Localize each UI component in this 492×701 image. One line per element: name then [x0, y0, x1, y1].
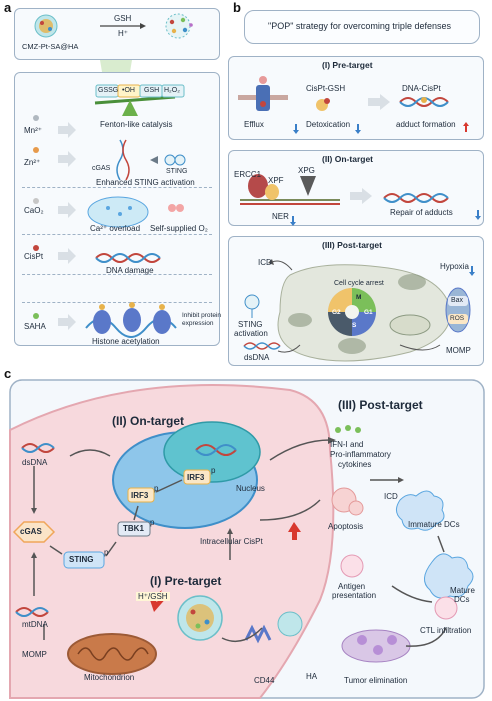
- bax-label: Bax: [451, 297, 464, 304]
- phase-m: M: [356, 294, 362, 301]
- panel-label-b: b: [233, 0, 241, 15]
- c-ctl-label: CTL infiltration: [420, 626, 472, 635]
- c-tbk1-p: p: [150, 518, 155, 527]
- momp-label-b: MOMP: [446, 346, 471, 355]
- reaction-h: H⁺: [118, 29, 128, 38]
- activation-label: activation: [234, 329, 268, 338]
- cgas-label: cGAS: [92, 165, 111, 172]
- c-tumor-label: Tumor elimination: [344, 676, 408, 685]
- c-dsdna-label: dsDNA: [22, 458, 48, 467]
- c-sting-label: STING: [69, 555, 94, 564]
- c-irf3-label-1: IRF3: [131, 491, 149, 500]
- c-mtdna-label: mtDNA: [22, 620, 48, 629]
- fenton-label-gsh: GSH: [144, 87, 160, 94]
- dna-damage-caption: DNA damage: [106, 266, 154, 275]
- ion-cispt: CisPt: [24, 252, 44, 261]
- sting-caption: Enhanced STING activation: [96, 178, 195, 187]
- fenton-caption: Fenton-like catalysis: [100, 120, 173, 129]
- sting-label: STING: [166, 168, 188, 175]
- ion-cao2: CaO₂: [24, 206, 44, 215]
- icd-label-b: ICD: [258, 258, 272, 267]
- ion-mn: Mn²⁺: [24, 126, 42, 135]
- efflux-label: Efflux: [244, 120, 264, 129]
- c-ifn-label-2: Pro-inflammatory: [330, 450, 391, 459]
- ca-overload-label: Ca²⁺ overload: [90, 224, 141, 233]
- phase-g1: G1: [364, 309, 373, 316]
- c-apoptosis-label: Apoptosis: [328, 522, 364, 531]
- ner-label: NER: [272, 212, 289, 221]
- adduct-label: adduct formation: [396, 120, 456, 129]
- repair-label: Repair of adducts: [390, 208, 453, 217]
- fenton-label-gssg: GSSG: [98, 87, 119, 94]
- fenton-label-h2o2: H₂O₂: [164, 87, 180, 94]
- c-intracellular-label: Intracellular CisPt: [200, 537, 263, 546]
- expression-label: expression: [182, 320, 214, 327]
- divider: [22, 302, 212, 303]
- c-irf3-p-2: p: [211, 466, 216, 475]
- histone-caption: Histone acetylation: [92, 337, 160, 346]
- detoxication-label: Detoxication: [306, 120, 351, 129]
- fenton-label-oh: •OH: [122, 87, 135, 94]
- hypoxia-label: Hypoxia: [440, 262, 469, 271]
- xpf-label: XPF: [268, 176, 284, 185]
- c-mature-label-1: Mature: [450, 586, 475, 595]
- c-irf3-label-2: IRF3: [187, 473, 205, 482]
- divider: [22, 234, 212, 235]
- phase-g2: G2: [332, 309, 341, 316]
- xpg-label: XPG: [298, 166, 315, 175]
- c-antigen-label-1: Antigen: [338, 582, 366, 591]
- divider: [22, 187, 212, 188]
- c-cd44-label: CD44: [254, 676, 275, 685]
- panel-label-a: a: [4, 0, 12, 15]
- panel-label-c: c: [4, 366, 12, 381]
- c-nucleus-label: Nucleus: [236, 484, 265, 493]
- c-post-target-title: (III) Post-target: [338, 398, 423, 412]
- c-tbk1-label: TBK1: [123, 524, 144, 533]
- ros-label: ROS: [450, 315, 465, 322]
- c-irf3-p-1: p: [154, 484, 159, 493]
- on-target-title: (II) On-target: [322, 154, 373, 164]
- sting-label-b: STING: [238, 320, 263, 329]
- panel-b-header-box: [244, 10, 480, 44]
- c-pre-target-title: (I) Pre-target: [150, 574, 222, 588]
- c-momp-label: MOMP: [22, 650, 47, 659]
- reaction-gsh: GSH: [114, 14, 132, 23]
- c-mito-label: Mitochondrion: [84, 673, 135, 682]
- self-supplied-o2-label: Self-supplied O₂: [150, 224, 208, 233]
- phase-s: S: [352, 322, 357, 329]
- c-h-gsh-label: H⁺/GSH: [136, 592, 170, 601]
- c-on-target-title: (II) On-target: [112, 414, 184, 428]
- cispt-gsh-label: CisPt-GSH: [306, 84, 346, 93]
- c-cgas-label: cGAS: [20, 527, 42, 536]
- c-ifn-label-1: IFN-I and: [330, 440, 364, 449]
- c-mature-label-2: DCs: [454, 595, 470, 604]
- c-sting-p: p: [104, 548, 109, 557]
- panel-b-header: "POP" strategy for overcoming triple def…: [268, 21, 451, 31]
- c-ifn-label-3: cytokines: [338, 460, 372, 469]
- c-ha-label: HA: [306, 672, 318, 681]
- inhibit-protein-label: Inhibit protein: [182, 312, 222, 319]
- ion-saha: SAHA: [24, 322, 46, 331]
- pre-target-title: (I) Pre-target: [322, 60, 373, 70]
- c-antigen-label-2: presentation: [332, 591, 377, 600]
- post-target-title: (III) Post-target: [322, 240, 382, 250]
- ercc1-label: ERCC1: [234, 170, 262, 179]
- dna-cispt-label: DNA-CisPt: [402, 84, 441, 93]
- nanoparticle-label: CMZ-Pt-SA@HA: [22, 42, 79, 51]
- ion-zn: Zn²⁺: [24, 158, 41, 167]
- c-icd-label: ICD: [384, 492, 398, 501]
- divider: [22, 274, 212, 275]
- dsdna-label-b: dsDNA: [244, 353, 270, 362]
- arrest-label: Cell cycle arrest: [334, 280, 384, 287]
- c-immature-label: Immature DCs: [408, 520, 460, 529]
